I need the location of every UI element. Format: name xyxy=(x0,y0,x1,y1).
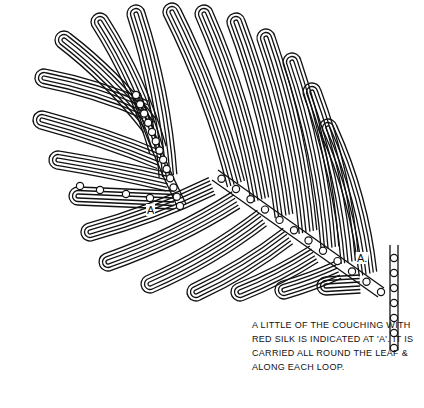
cord-loop xyxy=(141,210,267,293)
cord-loop xyxy=(85,181,214,238)
couching-stitch xyxy=(141,110,148,117)
cord-loop xyxy=(166,6,241,185)
couching-stitch xyxy=(96,186,103,193)
cord-loop xyxy=(317,275,361,295)
cord-loop xyxy=(170,10,238,185)
couching-stitch xyxy=(261,206,268,213)
cord-loop xyxy=(290,60,332,248)
couching-stitch xyxy=(390,254,397,261)
cord-loop xyxy=(106,198,237,264)
couching-stitch xyxy=(132,91,139,98)
cord-loop xyxy=(261,33,314,234)
couching-stitches xyxy=(76,91,397,351)
cord-loop xyxy=(202,12,262,201)
cord-loop xyxy=(49,151,170,191)
cord-loop xyxy=(69,187,174,209)
cord-loop xyxy=(35,69,149,119)
couching-stitch xyxy=(247,196,254,203)
couching-stitch xyxy=(390,284,397,291)
couching-stitch xyxy=(363,278,370,285)
point-label: A. xyxy=(356,252,368,264)
note-text: A LITTLE OF THE COUCHING WITH RED SILK I… xyxy=(252,318,418,374)
couching-stitch xyxy=(170,184,177,191)
couching-stitch xyxy=(377,288,384,295)
cord-loop xyxy=(53,155,170,188)
cord-loop xyxy=(264,36,310,232)
couching-stitch xyxy=(137,101,144,108)
cord-loop xyxy=(42,76,147,112)
cord-loop xyxy=(238,252,315,294)
cord-loop xyxy=(81,178,215,241)
couching-stitch xyxy=(334,258,341,265)
couching-stitch xyxy=(176,202,183,209)
couching-stitch xyxy=(290,227,297,234)
couching-stitch xyxy=(390,269,397,276)
couching-stitch xyxy=(305,237,312,244)
couching-stitch xyxy=(163,165,170,172)
couching-stitch xyxy=(122,190,129,197)
couching-stitch xyxy=(152,138,159,145)
couching-stitch xyxy=(232,185,239,192)
couching-stitch xyxy=(167,175,174,182)
couching-stitch xyxy=(276,216,283,223)
cord-loop xyxy=(257,29,317,234)
leaf-rib xyxy=(132,93,398,350)
couching-stitch xyxy=(148,128,155,135)
cord-loop xyxy=(56,158,168,184)
couching-stitch xyxy=(156,147,163,154)
couching-stitch xyxy=(319,247,326,254)
cord-loop xyxy=(103,195,239,267)
couching-stitch xyxy=(173,193,180,200)
cord-loop xyxy=(319,119,377,276)
point-label: A xyxy=(146,204,155,216)
cord-loop xyxy=(39,73,148,116)
couching-stitch xyxy=(390,299,397,306)
cord-loop xyxy=(131,9,174,178)
couched-loops xyxy=(33,3,377,301)
couching-stitch xyxy=(145,119,152,126)
couching-stitch xyxy=(160,156,167,163)
couching-stitch xyxy=(76,182,83,189)
cord-loop xyxy=(287,56,336,249)
cord-loop xyxy=(324,282,360,288)
couching-stitch xyxy=(146,194,153,201)
cord-loop xyxy=(199,9,266,202)
couching-stitch xyxy=(218,175,225,182)
couching-stitch xyxy=(348,268,355,275)
